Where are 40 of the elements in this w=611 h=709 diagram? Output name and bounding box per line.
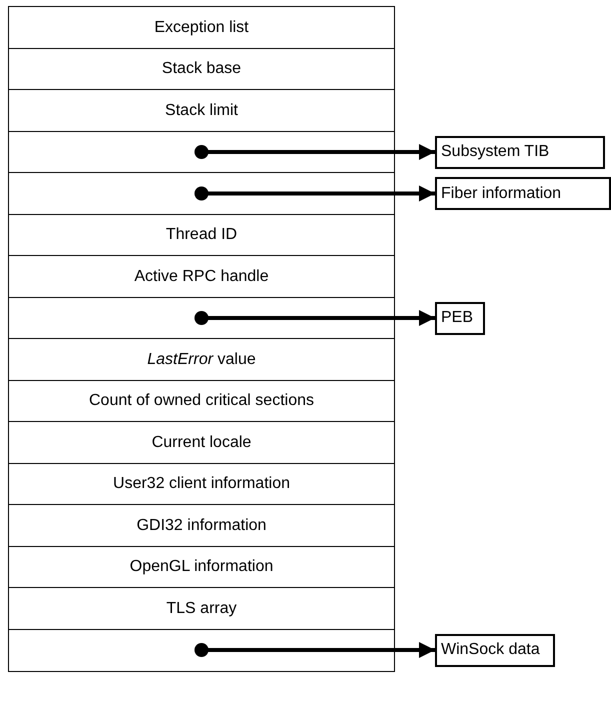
field-label: GDI32 information — [136, 516, 266, 534]
field-label: LastError value — [147, 350, 256, 368]
field-row — [8, 421, 395, 464]
field-label: Fiber information — [441, 184, 562, 202]
pointer-arrow — [194, 186, 435, 202]
pointer-arrow — [194, 642, 435, 658]
target-box — [435, 177, 611, 210]
field-label: User32 client information — [113, 475, 290, 493]
pointer-field-row — [8, 628, 395, 672]
field-label: Stack base — [162, 60, 242, 78]
pointer-arrow — [194, 144, 435, 160]
field-label: TLS array — [166, 600, 237, 618]
target-box — [435, 302, 485, 334]
field-row — [8, 462, 395, 506]
pointer-arrow — [194, 310, 435, 326]
field-row — [8, 255, 395, 298]
field-row — [8, 89, 395, 132]
field-label: Stack limit — [165, 102, 238, 120]
pointer-field-row — [8, 130, 395, 174]
target-box — [435, 136, 605, 168]
field-label: Subsystem TIB — [441, 143, 550, 161]
field-row — [8, 6, 395, 49]
field-row — [8, 214, 395, 256]
field-row — [8, 380, 395, 422]
field-label: PEB — [441, 309, 474, 327]
field-row — [8, 546, 395, 588]
field-label: Current locale — [152, 434, 252, 452]
field-row — [8, 338, 395, 381]
pointer-field-row — [8, 172, 395, 215]
field-label: Thread ID — [166, 226, 238, 244]
field-label: Exception list — [154, 18, 249, 36]
field-label: WinSock data — [441, 641, 540, 659]
field-label: OpenGL information — [130, 558, 274, 576]
field-label: Active RPC handle — [134, 268, 269, 286]
target-box — [435, 634, 555, 666]
field-row — [8, 587, 395, 630]
field-row — [8, 48, 395, 90]
field-label: Count of owned critical sections — [89, 392, 314, 410]
field-row — [8, 504, 395, 547]
pointer-field-row — [8, 296, 395, 340]
